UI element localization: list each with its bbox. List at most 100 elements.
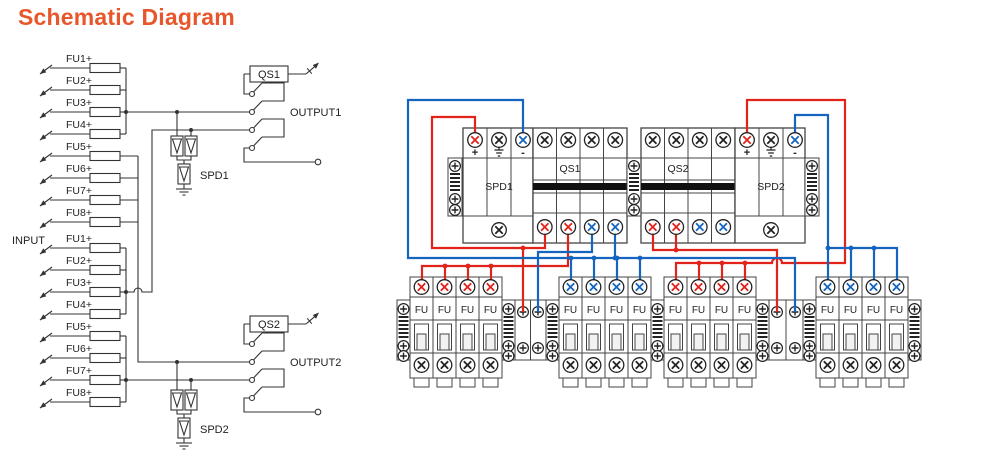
screw-terminal-icon — [583, 132, 600, 148]
screw-terminal-icon — [583, 219, 600, 235]
clamp-screw-icon — [805, 204, 818, 217]
plus-terminal-label: + — [744, 147, 750, 159]
fuse-symbol: FU5+ — [39, 321, 126, 343]
clamp-screw-icon — [449, 193, 462, 206]
input-label: INPUT — [12, 235, 45, 247]
fuse-symbol: FU1+ — [39, 53, 126, 75]
fuse-label: FU3+ — [66, 277, 92, 289]
fuse-symbol: FU1+ — [39, 233, 126, 255]
clamp-screw-icon — [627, 204, 640, 217]
input-fuse-group-top: FU1+FU2+FU3+FU4+FU5+FU6+FU7+FU8+ — [39, 53, 138, 229]
blue-wire — [406, 98, 797, 312]
clamp-screw-icon — [502, 303, 515, 316]
clamp-screw-icon — [397, 350, 410, 363]
fuse-holder-label: FU — [669, 305, 682, 316]
clamp-screw-icon — [803, 340, 816, 353]
input-fuse-group-bottom: FU1+FU2+FU3+FU4+FU5+FU6+FU7+FU8+ — [39, 233, 126, 409]
red-wire — [420, 227, 570, 287]
screw-terminal-icon — [691, 219, 708, 235]
screw-terminal-icon — [715, 219, 732, 235]
screw-terminal-icon — [865, 357, 882, 373]
din-rail-clip — [545, 299, 560, 363]
clamp-screw-icon — [908, 350, 921, 363]
fuse-label: FU1+ — [66, 233, 92, 245]
clamp-screw-icon — [651, 350, 664, 363]
screw-terminal-icon — [436, 279, 453, 295]
screw-terminal-icon — [736, 279, 753, 295]
screw-terminal-icon — [585, 357, 602, 373]
clamp-screw-icon — [627, 193, 640, 206]
clamp-screw-icon — [908, 303, 921, 316]
fuse-label: FU8+ — [66, 207, 92, 219]
screw-terminal-icon — [560, 132, 577, 148]
clamp-screw-icon — [397, 340, 410, 353]
fuse-label: FU5+ — [66, 141, 92, 153]
fuse-label: FU7+ — [66, 365, 92, 377]
output1-label: OUTPUT1 — [290, 107, 341, 119]
fuse-label: FU6+ — [66, 343, 92, 355]
fuse-holder: FU — [815, 276, 840, 388]
screw-terminal-icon — [667, 279, 684, 295]
blue-wire — [793, 113, 899, 287]
clamp-screw-icon — [788, 342, 801, 355]
fuse-symbol: FU8+ — [39, 207, 138, 229]
fuse-holder-label: FU — [738, 305, 751, 316]
fuse-holder: FU — [627, 276, 652, 388]
screw-terminal-icon — [668, 132, 685, 148]
fuse-holder-label: FU — [484, 305, 497, 316]
fuse-symbol: FU2+ — [39, 75, 126, 97]
qs1-label: QS1 — [258, 69, 280, 81]
screw-terminal-icon — [819, 357, 836, 373]
screw-terminal-icon — [842, 279, 859, 295]
screw-terminal-icon — [888, 279, 905, 295]
screw-terminal-icon — [459, 357, 476, 373]
screw-terminal-icon — [865, 279, 882, 295]
screw-terminal-icon — [608, 279, 625, 295]
clamp-screw-icon — [805, 193, 818, 206]
screw-terminal-icon — [668, 219, 685, 235]
din-rail-clip — [447, 157, 463, 217]
fuse-label: FU5+ — [66, 321, 92, 333]
screw-terminal-icon — [690, 357, 707, 373]
output2-label: OUTPUT2 — [290, 357, 341, 369]
junction-dots — [124, 110, 193, 382]
wiring-diagram-screws — [413, 132, 905, 373]
screw-terminal-icon — [515, 132, 531, 148]
din-rail-clip — [650, 299, 665, 363]
clamp-screw-icon — [546, 340, 559, 353]
minus-terminal-label: - — [521, 147, 525, 159]
clamp-screw-icon — [516, 342, 529, 355]
screw-terminal-icon — [491, 222, 507, 238]
blue-wire — [536, 227, 594, 312]
fuse-symbol: FU3+ — [39, 97, 126, 119]
screw-terminal-icon — [644, 132, 661, 148]
clamp-screw-icon — [397, 303, 410, 316]
din-rail-clip — [907, 299, 922, 363]
fuse-holder-label: FU — [890, 305, 903, 316]
qs2-label: QS2 — [258, 319, 280, 331]
qs2-switch-symbol: QS2 — [243, 312, 322, 416]
fuse-label: FU4+ — [66, 299, 92, 311]
fuse-symbol: FU4+ — [39, 119, 126, 141]
fuse-label: FU2+ — [66, 255, 92, 267]
screw-terminal-icon — [631, 357, 648, 373]
fuse-symbol: FU2+ — [39, 255, 126, 277]
din-rail-clip — [755, 299, 770, 363]
circuit-schematic: FU1+FU2+FU3+FU4+FU5+FU6+FU7+FU8+ FU1+FU2… — [12, 53, 341, 450]
screw-terminal-icon — [644, 219, 661, 235]
fuse-holder-label: FU — [844, 305, 857, 316]
fuse-holder-label: FU — [438, 305, 451, 316]
screw-terminal-icon — [713, 357, 730, 373]
din-rail-clip — [396, 299, 411, 363]
screw-terminal-icon — [787, 132, 803, 148]
fuse-label: FU3+ — [66, 97, 92, 109]
fuse-symbol: FU6+ — [39, 163, 138, 185]
screw-terminal-icon — [736, 357, 753, 373]
clamp-screw-icon — [756, 303, 769, 316]
qs-unit-label: QS1 — [559, 163, 580, 175]
screw-terminal-icon — [842, 357, 859, 373]
qs-breaker-unit: QS1 — [532, 127, 628, 244]
plus-terminal-label: + — [472, 147, 478, 159]
